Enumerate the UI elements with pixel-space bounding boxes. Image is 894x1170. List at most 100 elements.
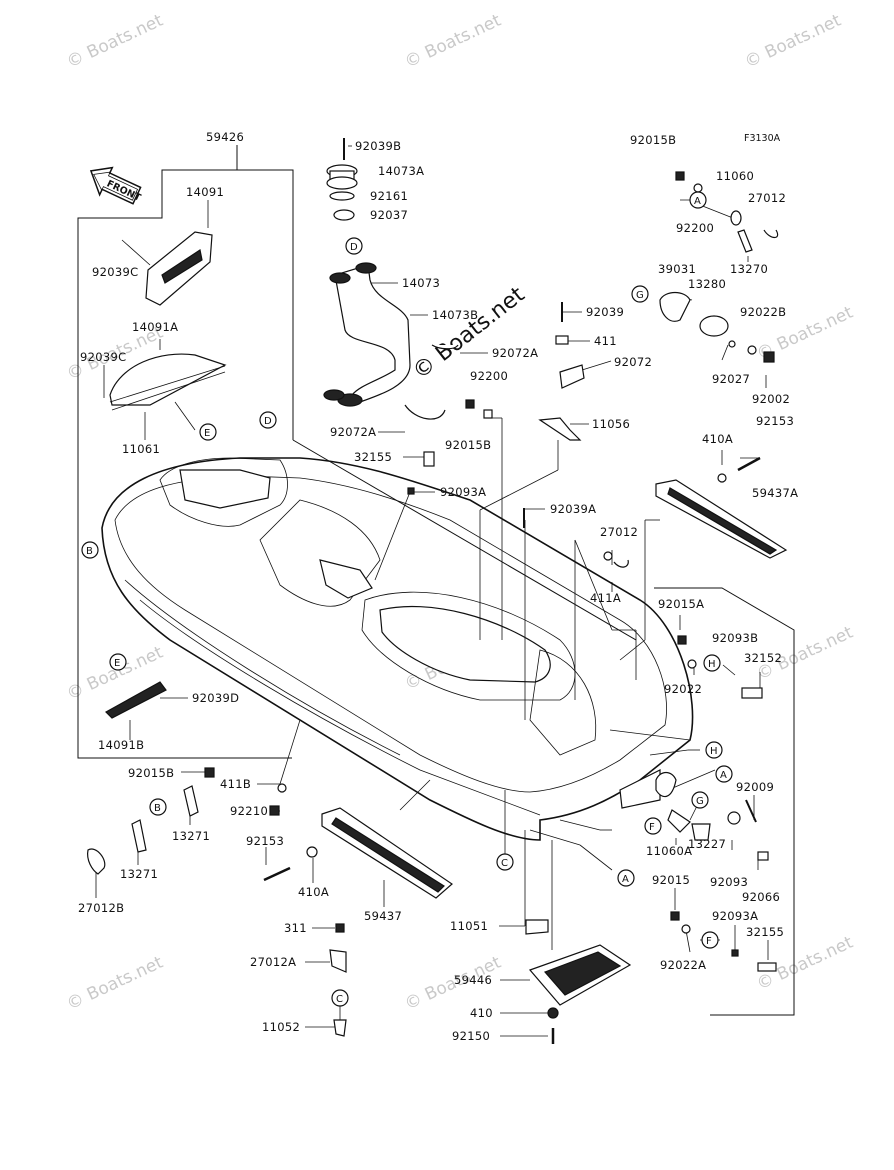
svg-text:A: A [720,770,727,781]
part-label: 311 [284,921,307,935]
part-labels: 59426 14091 92039C 14091A 92039C 11061 9… [78,130,798,1043]
part-label: 92150 [452,1029,490,1043]
part-label: 14091A [132,320,178,334]
callout-C: C [331,989,349,1007]
part-label: 59446 [454,973,492,987]
part-label: 27012 [748,191,786,205]
svg-text:E: E [204,428,210,439]
part-label: 92039 [586,305,624,319]
part-label: 92039B [355,139,401,153]
part-label: 92072 [614,355,652,369]
callout-A: A [689,191,707,209]
part-label: 411A [590,591,621,605]
part-label: 411 [594,334,617,348]
watermarks: © Boats.net © Boats.net © Boats.net © Bo… [64,10,857,1014]
part-label: 92015B [445,438,491,452]
watermark: © Boats.net [64,952,167,1014]
part-label: 92037 [370,208,408,222]
part-label: 92161 [370,189,408,203]
part-label: 92153 [246,834,284,848]
callout-H: H [703,654,721,672]
part-label: 14073A [378,164,424,178]
part-label: 92072A [330,425,376,439]
part-label: 92200 [470,369,508,383]
callout-D: D [345,237,363,255]
part-label: 92066 [742,890,780,904]
hull [101,457,694,841]
svg-text:C: C [336,994,343,1005]
part-label: 92015B [128,766,174,780]
part-label: 92027 [712,372,750,386]
parts [87,138,788,1044]
callout-G: G [691,791,709,809]
part-label: 92039C [92,265,138,279]
figure-code: F3130A [744,133,781,144]
part-label: 92022A [660,958,706,972]
leader-lines [95,145,769,1037]
part-label: 27012 [600,525,638,539]
part-label: 13271 [172,829,210,843]
frame-lines [77,145,795,1016]
part-label: 92093B [712,631,758,645]
part-label: 92022 [664,682,702,696]
part-label: 92039A [550,502,596,516]
part-label: 27012B [78,901,124,915]
svg-text:G: G [636,290,644,301]
part-label: 11061 [122,442,160,456]
callout-B: B [149,798,167,816]
part-label: 59437 [364,909,402,923]
watermark: © Boats.net [64,10,167,72]
part-label: 11060A [646,844,692,858]
callout-F: F [644,817,662,835]
front-arrow: FRONT [89,166,143,205]
callout-G: G [631,285,649,303]
part-label: 14073 [402,276,440,290]
callout-circles: D D E B E A G H H A G F A F C B C [81,191,733,1007]
part-label: 92015 [652,873,690,887]
part-label: 92153 [756,414,794,428]
svg-text:F: F [649,822,655,833]
part-label: 92093 [710,875,748,889]
part-label: 92002 [752,392,790,406]
part-label: 39031 [658,262,696,276]
svg-text:E: E [114,658,120,669]
part-label: 13227 [688,837,726,851]
part-label: 410A [298,885,329,899]
part-label: 27012A [250,955,296,969]
watermark: © Boats.net [402,10,505,72]
svg-text:A: A [694,196,701,207]
part-label: 32152 [744,651,782,665]
part-label: 14091B [98,738,144,752]
part-label: 410A [702,432,733,446]
svg-text:H: H [710,746,718,757]
svg-text:B: B [154,803,161,814]
part-label: 411B [220,777,251,791]
part-label: 92022B [740,305,786,319]
part-label: 32155 [354,450,392,464]
part-label: 92093A [712,909,758,923]
part-label: 92015A [658,597,704,611]
part-label: 59437A [752,486,798,500]
part-label: 92093A [440,485,486,499]
svg-text:A: A [622,874,629,885]
callout-D: D [259,411,277,429]
part-label: 13280 [688,277,726,291]
part-label: 92072A [492,346,538,360]
part-label: 410 [470,1006,493,1020]
part-label: 14091 [186,185,224,199]
callout-E: E [109,653,127,671]
part-label: 14073B [432,308,478,322]
part-label: 11052 [262,1020,300,1034]
watermark: © Boats.net [742,10,845,72]
part-label: 92015B [630,133,676,147]
callout-H: H [705,741,723,759]
svg-text:F: F [706,936,712,947]
callout-A: A [617,869,635,887]
svg-text:D: D [264,416,272,427]
callout-E: E [199,423,217,441]
part-label: 92200 [676,221,714,235]
part-label: 59426 [206,130,244,144]
callout-A: A [715,765,733,783]
svg-text:H: H [708,659,716,670]
